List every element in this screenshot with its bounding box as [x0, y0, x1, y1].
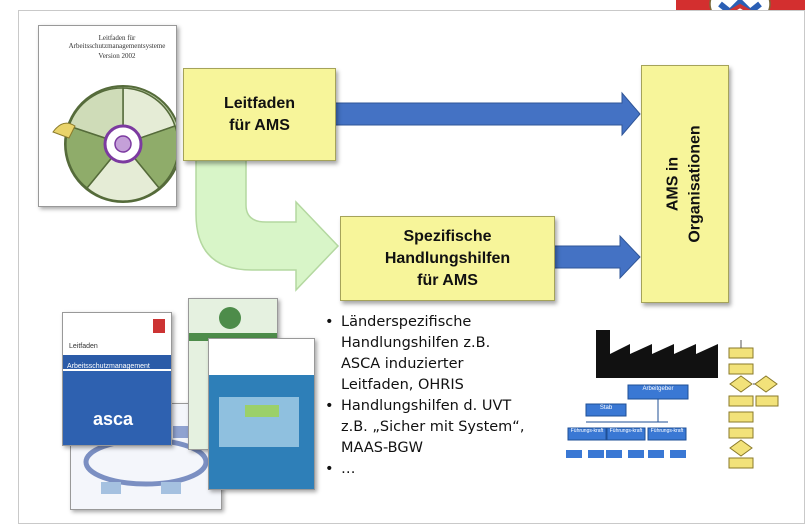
factory-icon — [596, 330, 718, 378]
box-ams-organisationen: AMS in Organisationen — [641, 65, 729, 303]
blue-arrow-top — [331, 91, 641, 137]
bullet-item: Länderspezifische Handlungshilfen z.B. A… — [323, 312, 533, 396]
pdca-cycle-icon — [52, 85, 176, 203]
box-spezifische-handlungshilfen: Spezifische Handlungshilfen für AMS — [340, 216, 555, 301]
org-lead-label: Führungs-kraft — [570, 428, 604, 434]
doc-blue — [208, 338, 315, 490]
cover-title: Leitfaden für Arbeitsschutzmanagementsys… — [68, 34, 166, 50]
asca-logo: asca — [93, 409, 134, 429]
bullet-list: Länderspezifische Handlungshilfen z.B. A… — [323, 312, 533, 480]
org-lead-label: Führungs-kraft — [609, 428, 643, 434]
org-chart — [566, 384, 689, 458]
green-curved-arrow — [195, 149, 340, 292]
org-lead-label: Führungs-kraft — [650, 428, 684, 434]
doc-asca-header: Arbeitsschutzmanagement — [63, 355, 171, 370]
doc-asca: Leitfaden Arbeitsschutzmanagement asca — [62, 312, 172, 446]
blue-arrow-bottom — [553, 234, 641, 280]
leitfaden-cover-image: Leitfaden für Arbeitsschutzmanagementsys… — [38, 25, 177, 207]
cover-version: Version 2002 — [98, 52, 136, 60]
bullet-item: … — [323, 459, 533, 480]
process-flow-diagram — [728, 340, 779, 469]
box-spezifische-label: Spezifische Handlungshilfen für AMS — [384, 227, 511, 289]
box-leitfaden: Leitfaden für AMS — [183, 68, 336, 161]
doc-asca-title: Arbeitsschutzmanagement — [67, 363, 150, 370]
doc-asca-label: Leitfaden — [69, 343, 98, 350]
documents-collage: Leitfaden Arbeitsschutzmanagement asca — [60, 298, 320, 513]
org-top-label: Arbeitgeber — [642, 386, 674, 392]
org-mid-label: Stab — [599, 405, 613, 411]
bullet-item: Handlungshilfen d. UVT z.B. „Sicher mit … — [323, 396, 533, 459]
